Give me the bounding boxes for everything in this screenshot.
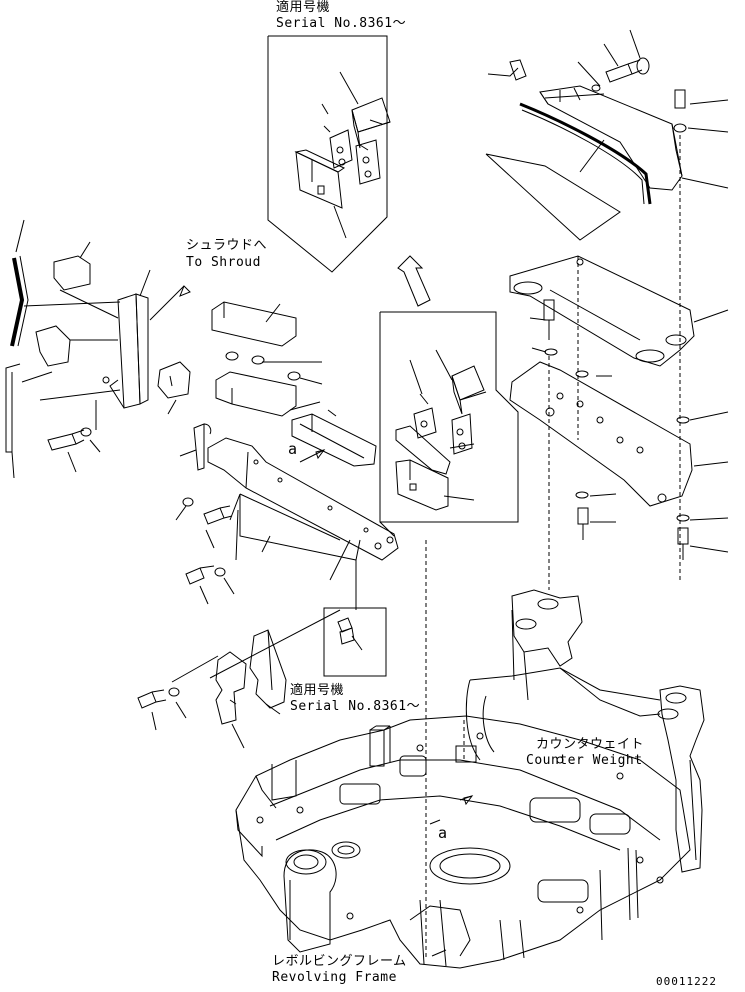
frame-en: Revolving Frame (272, 970, 397, 985)
top-serial-inset (268, 36, 390, 272)
frame-jp: レボルビングフレーム (272, 954, 407, 969)
drawing-number: 00011222 (656, 975, 717, 988)
small-serial-inset (324, 608, 386, 676)
center-plate-assembly (176, 302, 398, 610)
ref-a-lower: a (438, 824, 448, 842)
counterweight-en: Counter Weight (526, 753, 643, 768)
counterweight-jp: カウンタウェイト (536, 737, 645, 752)
right-mount-plates (510, 256, 728, 590)
arrow-up (398, 256, 430, 306)
serial-mid-jp: 適用号機 (290, 683, 345, 698)
middle-detail-box (380, 312, 518, 536)
left-shroud-bracket (6, 220, 190, 478)
shroud-jp: シュラウドへ (186, 238, 268, 253)
ref-a-upper: a (288, 440, 298, 458)
revolving-frame (236, 540, 704, 968)
shroud-en: To Shroud (186, 255, 261, 270)
top-cover-assembly (486, 30, 728, 580)
serial-mid-en: Serial No.8361～ (290, 699, 421, 714)
serial-top-en: Serial No.8361～ (276, 16, 407, 31)
serial-top-jp: 適用号機 (276, 0, 331, 15)
lower-left-cover (138, 610, 340, 748)
